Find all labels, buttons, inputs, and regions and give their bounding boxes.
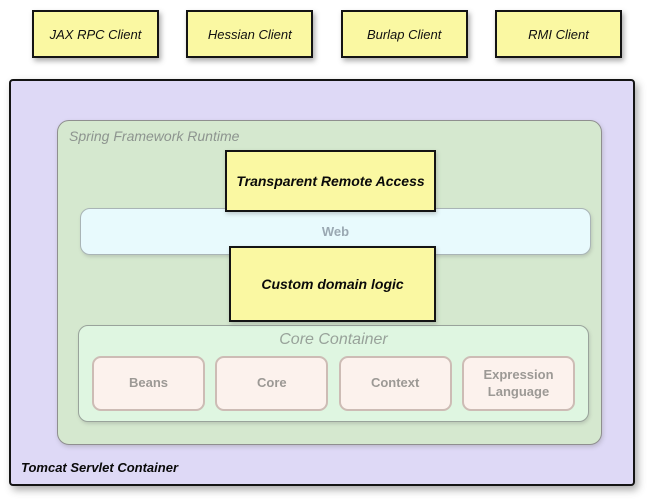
custom-domain-logic-label: Custom domain logic <box>261 276 404 292</box>
client-box-hessian: Hessian Client <box>186 10 314 58</box>
client-label: Hessian Client <box>207 26 292 42</box>
tomcat-servlet-container: Spring Framework Runtime Transparent Rem… <box>9 79 635 486</box>
module-box-beans: Beans <box>92 356 205 411</box>
module-label: Context <box>370 375 420 391</box>
client-box-jax-rpc: JAX RPC Client <box>32 10 159 58</box>
web-layer-label: Web <box>321 224 350 239</box>
client-label: JAX RPC Client <box>49 26 142 42</box>
spring-framework-runtime: Spring Framework Runtime Transparent Rem… <box>57 120 602 445</box>
core-container-title: Core Container <box>279 331 388 348</box>
tomcat-servlet-container-label: Tomcat Servlet Container <box>21 460 179 475</box>
custom-domain-logic-box: Custom domain logic <box>229 246 436 322</box>
client-box-rmi: RMI Client <box>494 10 622 58</box>
module-label: Expression Language <box>483 367 554 399</box>
module-box-context: Context <box>338 356 452 411</box>
transparent-remote-access-box: Transparent Remote Access <box>225 150 436 212</box>
module-label: Beans <box>128 375 169 391</box>
module-box-core: Core <box>215 356 329 411</box>
client-label: RMI Client <box>528 26 589 42</box>
module-box-expression-language: Expression Language <box>461 356 575 411</box>
core-container: Core Container Beans Core Context Expres… <box>78 325 589 422</box>
client-label: Burlap Client <box>366 26 442 42</box>
transparent-remote-access-label: Transparent Remote Access <box>236 173 425 189</box>
client-row: JAX RPC Client Hessian Client Burlap Cli… <box>32 10 622 58</box>
spring-framework-runtime-label: Spring Framework Runtime <box>69 128 240 144</box>
client-box-burlap: Burlap Client <box>340 10 468 58</box>
module-label: Core <box>257 375 287 391</box>
core-module-row: Beans Core Context Expression Language <box>92 356 575 411</box>
